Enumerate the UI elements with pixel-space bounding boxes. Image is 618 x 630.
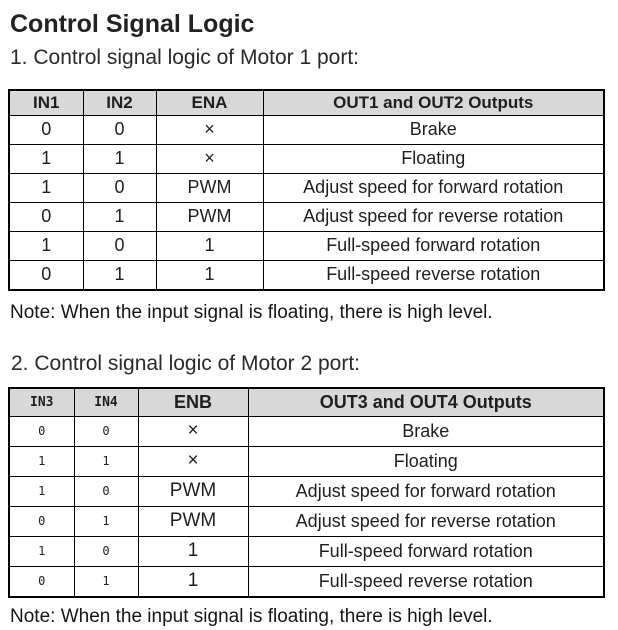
table-cell: PWM — [155, 201, 264, 232]
column-header-in2: IN2 — [82, 89, 157, 116]
table-row: 0 1 1 Full-speed reverse rotation — [8, 259, 605, 291]
table-cell: 0 — [73, 535, 139, 567]
note-motor1: Note: When the input signal is floating,… — [10, 301, 493, 323]
table-cell: 0 — [8, 565, 75, 598]
table-cell: Adjust speed for forward rotation — [247, 475, 605, 507]
table-row: 0 0 × Brake — [8, 114, 605, 145]
column-header-in1: IN1 — [8, 89, 84, 116]
table-cell: 1 — [137, 565, 249, 598]
section-heading-motor1: 1. Control signal logic of Motor 1 port: — [10, 45, 360, 69]
table-cell: 0 — [8, 201, 84, 232]
table-cell: 1 — [73, 505, 139, 537]
table-cell: × — [137, 445, 249, 477]
table-header-row: IN3 IN4 ENB OUT3 and OUT4 Outputs — [8, 387, 605, 417]
section-heading-motor2: 2. Control signal logic of Motor 2 port: — [11, 351, 361, 375]
table-row: 1 1 × Floating — [8, 445, 605, 477]
note-motor2: Note: When the input signal is floating,… — [10, 605, 493, 627]
table-cell: 1 — [82, 143, 157, 174]
table-cell: PWM — [137, 475, 249, 507]
table-cell: 0 — [8, 505, 75, 537]
table-row: 0 1 PWM Adjust speed for reverse rotatio… — [8, 201, 605, 232]
table-cell: 1 — [8, 445, 75, 477]
table-cell: Brake — [262, 114, 605, 145]
column-header-out3-out4: OUT3 and OUT4 Outputs — [247, 387, 605, 417]
table-cell: 1 — [8, 475, 75, 507]
table-cell: PWM — [137, 505, 249, 537]
table-cell: 0 — [82, 172, 157, 203]
motor2-logic-table: IN3 IN4 ENB OUT3 and OUT4 Outputs 0 0 × … — [8, 386, 605, 598]
column-header-out1-out2: OUT1 and OUT2 Outputs — [262, 89, 605, 116]
table-cell: 1 — [155, 259, 264, 291]
table-cell: × — [155, 114, 264, 145]
table-cell: 0 — [82, 230, 157, 261]
table-cell: 0 — [73, 415, 139, 447]
table-cell: 1 — [73, 565, 139, 598]
table-row: 0 1 PWM Adjust speed for reverse rotatio… — [8, 505, 605, 537]
table-cell: 1 — [82, 201, 157, 232]
table-cell: 1 — [73, 445, 139, 477]
table-cell: × — [155, 143, 264, 174]
table-row: 1 1 × Floating — [8, 143, 605, 174]
table-row: 0 0 × Brake — [8, 415, 605, 447]
table-cell: 0 — [8, 114, 84, 145]
table-cell: Brake — [247, 415, 605, 447]
table-row: 1 0 PWM Adjust speed for forward rotatio… — [8, 172, 605, 203]
table-cell: 1 — [8, 172, 84, 203]
table-header-row: IN1 IN2 ENA OUT1 and OUT2 Outputs — [8, 89, 605, 116]
table-cell: 1 — [8, 230, 84, 261]
table-cell: PWM — [155, 172, 264, 203]
table-cell: Adjust speed for reverse rotation — [247, 505, 605, 537]
table-row: 1 0 1 Full-speed forward rotation — [8, 230, 605, 261]
table-cell: 1 — [8, 143, 84, 174]
column-header-enb: ENB — [137, 387, 249, 417]
table-cell: 0 — [73, 475, 139, 507]
table-row: 1 0 PWM Adjust speed for forward rotatio… — [8, 475, 605, 507]
table-cell: 1 — [82, 259, 157, 291]
page-title: Control Signal Logic — [10, 10, 255, 38]
table-row: 0 1 1 Full-speed reverse rotation — [8, 565, 605, 598]
table-cell: Full-speed reverse rotation — [247, 565, 605, 598]
table-cell: 0 — [82, 114, 157, 145]
table-cell: × — [137, 415, 249, 447]
column-header-in4: IN4 — [73, 387, 139, 417]
table-cell: 1 — [137, 535, 249, 567]
column-header-in3: IN3 — [8, 387, 75, 417]
table-cell: 1 — [8, 535, 75, 567]
motor1-logic-table: IN1 IN2 ENA OUT1 and OUT2 Outputs 0 0 × … — [8, 88, 605, 291]
table-row: 1 0 1 Full-speed forward rotation — [8, 535, 605, 567]
table-cell: 1 — [155, 230, 264, 261]
table-cell: Adjust speed for forward rotation — [262, 172, 605, 203]
column-header-ena: ENA — [155, 89, 264, 116]
table-cell: Floating — [262, 143, 605, 174]
table-cell: Full-speed reverse rotation — [262, 259, 605, 291]
table-cell: Full-speed forward rotation — [262, 230, 605, 261]
table-cell: Floating — [247, 445, 605, 477]
table-cell: Full-speed forward rotation — [247, 535, 605, 567]
table-cell: 0 — [8, 259, 84, 291]
table-cell: Adjust speed for reverse rotation — [262, 201, 605, 232]
table-cell: 0 — [8, 415, 75, 447]
